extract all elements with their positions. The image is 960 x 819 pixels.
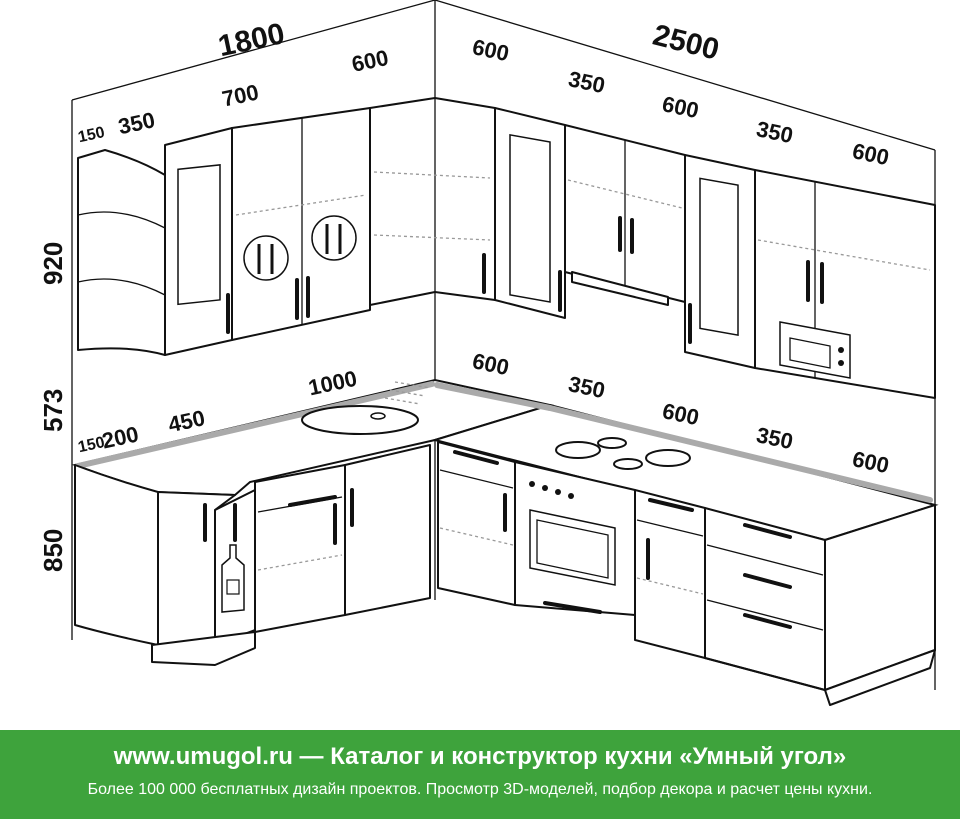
banner-title[interactable]: www.umugol.ru — Каталог и конструктор ку… <box>113 743 847 770</box>
dim-upper-left-2: 350 <box>116 107 157 139</box>
range-hood <box>571 271 669 306</box>
dim-lower-left-2: 200 <box>100 421 141 453</box>
dim-upper-right-5: 600 <box>850 138 891 170</box>
oven-icon <box>529 481 616 586</box>
countertops <box>71 378 939 542</box>
footer-banner: www.umugol.ru — Каталог и конструктор ку… <box>0 730 960 819</box>
upper-left-cabinets <box>77 97 496 356</box>
cutlery-icon <box>243 235 289 281</box>
dim-lower-right-1: 600 <box>470 348 511 380</box>
dimension-labels: 1800 2500 150 350 700 600 600 350 600 35… <box>38 17 891 572</box>
sink-icon <box>301 405 419 435</box>
dim-lower-left-1: 150 <box>77 434 107 456</box>
cutlery-icon <box>311 215 357 261</box>
dim-lower-right-5: 600 <box>850 446 891 478</box>
dim-upper-right-4: 350 <box>754 116 795 148</box>
banner-subtitle: Более 100 000 бесплатных дизайн проектов… <box>87 781 873 798</box>
microwave-icon <box>779 321 851 379</box>
dim-height-gap: 573 <box>38 389 68 432</box>
bottle-icon <box>221 544 245 613</box>
kitchen-drawing: 1800 2500 150 350 700 600 600 350 600 35… <box>38 0 939 706</box>
dim-lower-left-4: 1000 <box>306 366 359 401</box>
dim-lower-right-2: 350 <box>566 371 607 403</box>
dim-upper-left-total: 1800 <box>215 17 287 63</box>
dim-height-lower: 850 <box>38 529 68 572</box>
dim-upper-right-3: 600 <box>660 91 701 123</box>
dim-upper-left-4: 600 <box>350 45 391 77</box>
dim-height-upper: 920 <box>38 242 68 285</box>
dim-upper-right-total: 2500 <box>650 19 723 67</box>
dim-lower-left-3: 450 <box>166 405 207 437</box>
lower-right-cabinets <box>437 441 936 706</box>
cooktop-icon <box>555 437 691 470</box>
dim-lower-right-3: 600 <box>660 398 701 430</box>
lower-left-cabinets <box>74 444 431 666</box>
dim-upper-left-1: 150 <box>77 124 107 146</box>
dim-lower-right-4: 350 <box>754 422 795 454</box>
upper-right-cabinets <box>494 107 936 399</box>
dim-upper-left-3: 700 <box>220 79 261 111</box>
dim-upper-right-1: 600 <box>470 34 511 66</box>
dim-upper-right-2: 350 <box>566 66 607 98</box>
